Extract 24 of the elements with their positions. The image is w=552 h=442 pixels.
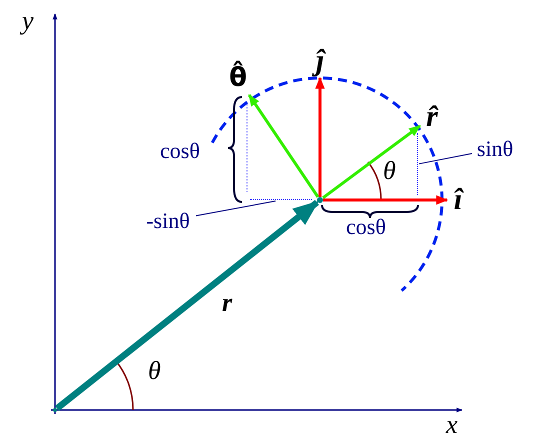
unit-vector-label: r̂ (420, 100, 444, 134)
axis-label: y (22, 8, 34, 34)
leader-line (418, 152, 472, 164)
leader-line (196, 200, 276, 216)
edge-label: r (222, 290, 232, 316)
origin-point (53, 408, 57, 412)
projection-line (250, 199, 312, 201)
vector-arrow (54, 200, 320, 411)
vector-tip-point (317, 197, 323, 203)
vector-arrow (322, 124, 421, 199)
component-label: sinθ (472, 136, 518, 162)
vector-arrow (248, 94, 320, 198)
component-label: cosθ (160, 140, 200, 162)
component-label: cosθ (346, 216, 386, 238)
axis-label: x (446, 412, 458, 438)
component-label: -sinθ (140, 208, 196, 234)
vector-arrow (323, 195, 448, 205)
angle-label: θ (148, 358, 161, 384)
unit-vector-label: ĵ (306, 44, 334, 78)
angle-label: θ (383, 158, 396, 184)
unit-vector-label: θ̂ (224, 62, 252, 95)
projection-line (417, 133, 419, 195)
unit-vector-label: î (447, 183, 469, 217)
vector-arrow (315, 76, 325, 197)
